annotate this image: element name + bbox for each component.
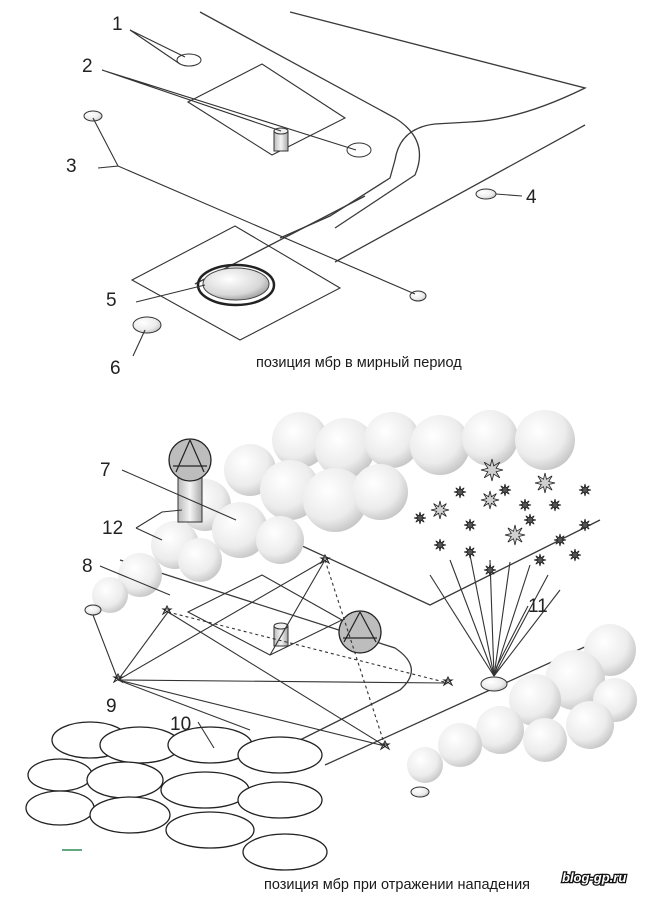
warhead-burst — [553, 533, 567, 547]
label-7: 7 — [100, 460, 111, 481]
leader-7 — [121, 469, 237, 521]
warhead-burst — [453, 485, 467, 499]
warhead-burst — [463, 545, 477, 559]
label-5: 5 — [106, 290, 117, 311]
leader-5 — [135, 284, 206, 303]
leader-2 — [101, 69, 357, 151]
label-12: 12 — [102, 518, 123, 539]
radar-tower-left — [168, 438, 212, 523]
label-9: 9 — [106, 696, 117, 717]
caption-peacetime: позиция мбр в мирный период — [256, 355, 462, 371]
label-4: 4 — [526, 187, 537, 208]
warhead-burst — [518, 498, 532, 512]
launch-pad-main — [130, 225, 342, 341]
sensor-4 — [475, 188, 497, 200]
launch-pad-b — [186, 574, 344, 656]
warhead-burst — [523, 513, 537, 527]
road-inner — [199, 11, 421, 229]
warhead-burst — [498, 483, 512, 497]
launcher-dome — [202, 267, 270, 301]
leader-4 — [495, 193, 523, 197]
leader-12 — [135, 509, 183, 541]
warhead-burst — [578, 483, 592, 497]
interceptor-trajectories — [429, 554, 561, 677]
incoming-warheads — [413, 458, 592, 577]
launcher-b — [480, 676, 508, 692]
label-8: 8 — [82, 556, 93, 577]
warhead-burst — [504, 524, 526, 546]
caption-attack: позиция мбр при отражении нападения — [264, 877, 530, 893]
smoke-screen-lower-left — [25, 721, 328, 871]
attack-scene: 7 12 8 9 10 11 позиция мбр при отражении… — [25, 410, 637, 893]
leader-3 — [92, 117, 416, 295]
label-11: 11 — [528, 596, 548, 617]
warhead-burst — [433, 538, 447, 552]
radar-dome-right — [338, 610, 382, 654]
watermark: blog-gp.ru — [562, 870, 626, 885]
sensor-b-left — [84, 604, 102, 616]
label-1: 1 — [112, 14, 123, 35]
warhead-burst — [548, 498, 562, 512]
smoke-screen-right — [407, 624, 637, 783]
warhead-burst — [483, 563, 497, 577]
sensor-1 — [176, 53, 202, 67]
label-10: 10 — [170, 714, 191, 735]
sensor-6 — [132, 316, 162, 334]
silo-b-cap — [273, 622, 289, 630]
launcher-ring — [196, 263, 276, 307]
road-branch — [334, 124, 586, 263]
command-links — [92, 559, 449, 747]
leader-10 — [197, 721, 215, 749]
leader-11 — [495, 605, 529, 669]
warhead-burst — [430, 500, 450, 520]
leader-6 — [132, 329, 146, 357]
warhead-burst — [413, 511, 427, 525]
label-2: 2 — [82, 56, 93, 77]
road-b-inner — [119, 559, 412, 741]
label-3: 3 — [66, 156, 77, 177]
warhead-burst — [578, 518, 592, 532]
warhead-burst — [534, 472, 556, 494]
launch-pad-small — [186, 63, 347, 156]
sensor-2 — [346, 142, 372, 158]
peacetime-scene: 1 2 3 4 5 6 позиция мбр в мирный период — [66, 11, 587, 379]
warhead-burst — [568, 548, 582, 562]
leader-8 — [99, 565, 171, 596]
smoke-screen-upper — [92, 410, 575, 613]
warhead-burst — [480, 490, 500, 510]
warhead-burst — [463, 518, 477, 532]
warhead-burst — [533, 553, 547, 567]
sensor-b-lower — [410, 786, 430, 798]
warhead-burst — [480, 458, 504, 482]
label-6: 6 — [110, 358, 121, 379]
sensor-3 — [83, 110, 103, 122]
leader-1 — [129, 29, 186, 65]
road-outer — [279, 11, 587, 239]
